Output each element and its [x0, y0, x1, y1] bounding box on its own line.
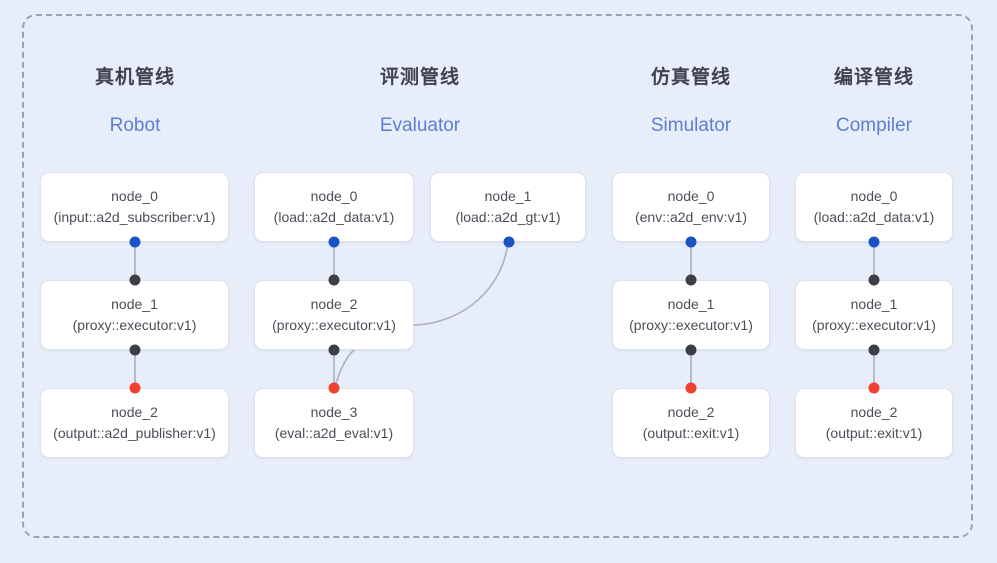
port-dot-compiler-1-out	[868, 344, 880, 356]
node-simulator-1[interactable]: node_1 (proxy::executor:v1)	[612, 280, 770, 350]
node-id: node_0	[111, 188, 158, 204]
node-simulator-2[interactable]: node_2 (output::exit:v1)	[612, 388, 770, 458]
node-kind: (output::exit:v1)	[825, 425, 923, 441]
node-evaluator-0[interactable]: node_0 (load::a2d_data:v1)	[254, 172, 414, 242]
port-dot-robot-1-in	[129, 274, 141, 286]
node-id: node_0	[310, 188, 358, 204]
port-dot-evaluator-1-out	[503, 236, 515, 248]
node-id: node_2	[667, 404, 715, 420]
column-title-cn-robot: 真机管线	[94, 67, 175, 88]
node-kind: (output::exit:v1)	[642, 425, 740, 441]
column-header-simulator: 仿真管线 Simulator	[610, 62, 772, 137]
node-id: node_2	[111, 404, 158, 420]
node-kind: (input::a2d_subscriber:v1)	[53, 209, 216, 225]
port-dot-simulator-2-in	[685, 382, 697, 394]
edge-compiler-0-1	[873, 242, 875, 280]
port-dot-robot-2-in	[129, 382, 141, 394]
node-id: node_1	[667, 296, 715, 312]
node-id: node_3	[310, 404, 358, 420]
column-title-en-compiler: Compiler	[835, 115, 913, 136]
edge-simulator-0-1	[690, 242, 692, 280]
node-id: node_2	[850, 404, 898, 420]
edge-compiler-1-2	[873, 350, 875, 388]
node-id: node_2	[310, 296, 358, 312]
column-title-cn-evaluator: 评测管线	[379, 67, 460, 88]
node-id: node_1	[484, 188, 532, 204]
node-simulator-0[interactable]: node_0 (env::a2d_env:v1)	[612, 172, 770, 242]
column-header-compiler: 编译管线 Compiler	[793, 62, 955, 137]
column-title-en-evaluator: Evaluator	[379, 115, 461, 136]
node-id: node_1	[850, 296, 898, 312]
port-dot-compiler-1-in	[868, 274, 880, 286]
edge-evaluator-2-3	[333, 350, 335, 388]
node-compiler-0[interactable]: node_0 (load::a2d_data:v1)	[795, 172, 953, 242]
port-dot-evaluator-2-in	[328, 274, 340, 286]
port-dot-compiler-0-out	[868, 236, 880, 248]
node-evaluator-1[interactable]: node_1 (load::a2d_gt:v1)	[430, 172, 586, 242]
node-kind: (proxy::executor:v1)	[812, 317, 936, 333]
edge-robot-0-1	[134, 242, 136, 280]
node-kind: (proxy::executor:v1)	[272, 317, 396, 333]
port-dot-evaluator-3-in	[328, 382, 340, 394]
node-robot-1[interactable]: node_1 (proxy::executor:v1)	[40, 280, 229, 350]
node-kind: (env::a2d_env:v1)	[634, 209, 748, 225]
column-title-en-robot: Robot	[109, 115, 161, 136]
port-dot-simulator-0-out	[685, 236, 697, 248]
node-compiler-2[interactable]: node_2 (output::exit:v1)	[795, 388, 953, 458]
port-dot-robot-1-out	[129, 344, 141, 356]
column-title-cn-compiler: 编译管线	[833, 67, 914, 88]
node-evaluator-2[interactable]: node_2 (proxy::executor:v1)	[254, 280, 414, 350]
column-header-evaluator: 评测管线 Evaluator	[339, 62, 501, 137]
column-header-robot: 真机管线 Robot	[54, 62, 216, 137]
node-kind: (output::a2d_publisher:v1)	[53, 425, 216, 441]
edge-evaluator-0-2	[333, 242, 335, 280]
node-kind: (proxy::executor:v1)	[629, 317, 753, 333]
node-kind: (load::a2d_data:v1)	[813, 209, 935, 225]
port-dot-evaluator-2-out	[328, 344, 340, 356]
node-compiler-1[interactable]: node_1 (proxy::executor:v1)	[795, 280, 953, 350]
node-robot-0[interactable]: node_0 (input::a2d_subscriber:v1)	[40, 172, 229, 242]
port-dot-robot-0-out	[129, 236, 141, 248]
edge-robot-1-2	[134, 350, 136, 388]
node-kind: (load::a2d_data:v1)	[273, 209, 395, 225]
node-kind: (proxy::executor:v1)	[72, 317, 197, 333]
port-dot-evaluator-0-out	[328, 236, 340, 248]
column-title-en-simulator: Simulator	[650, 115, 732, 136]
port-dot-simulator-1-out	[685, 344, 697, 356]
edge-gt-to-executor	[412, 242, 509, 326]
node-robot-2[interactable]: node_2 (output::a2d_publisher:v1)	[40, 388, 229, 458]
node-id: node_0	[850, 188, 898, 204]
node-id: node_1	[111, 296, 158, 312]
node-id: node_0	[667, 188, 715, 204]
node-evaluator-3[interactable]: node_3 (eval::a2d_eval:v1)	[254, 388, 414, 458]
node-kind: (load::a2d_gt:v1)	[455, 209, 561, 225]
port-dot-compiler-2-in	[868, 382, 880, 394]
edge-simulator-1-2	[690, 350, 692, 388]
port-dot-simulator-1-in	[685, 274, 697, 286]
node-kind: (eval::a2d_eval:v1)	[274, 425, 394, 441]
column-title-cn-simulator: 仿真管线	[650, 67, 731, 88]
